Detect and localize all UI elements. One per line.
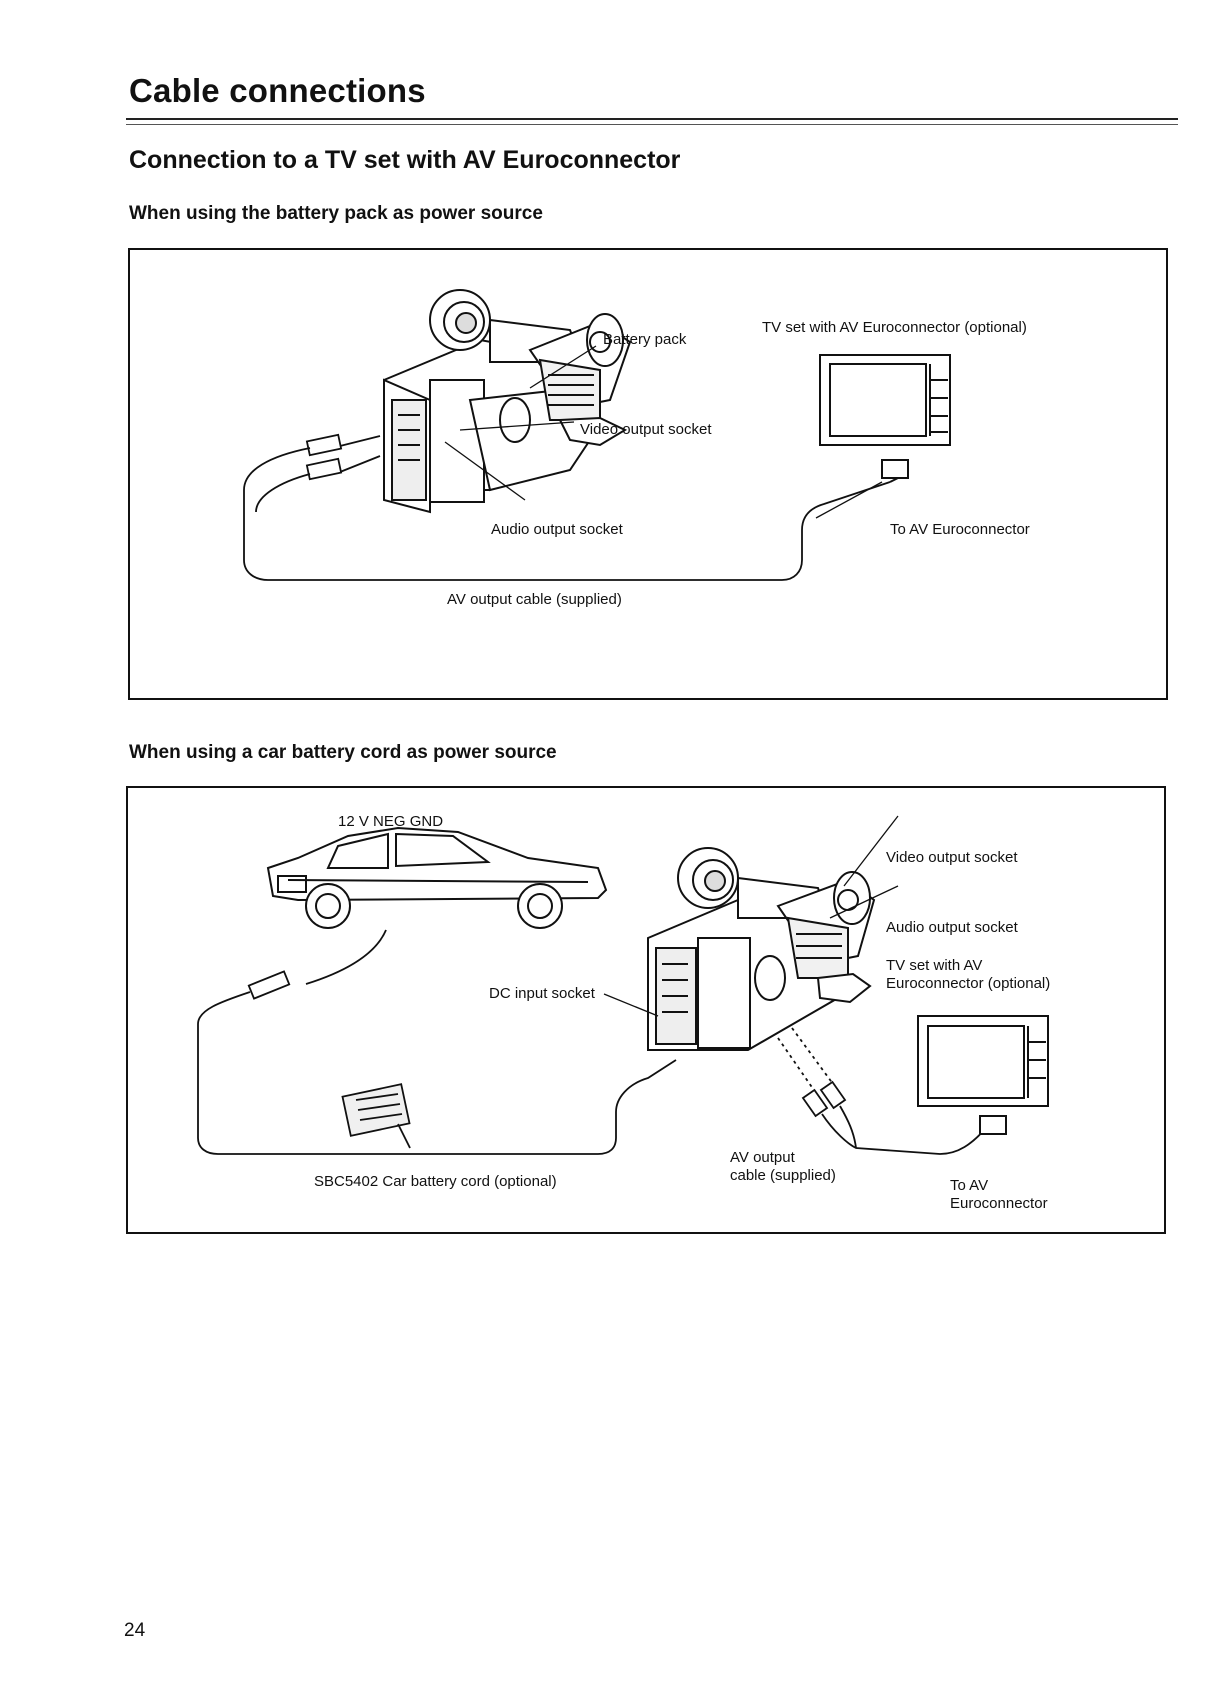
- section-title: Connection to a TV set with AV Euroconne…: [129, 146, 681, 174]
- av-cable-2: [777, 1027, 987, 1155]
- label-av-cable-2-line1: AV output: [730, 1149, 795, 1166]
- page-title: Cable connections: [129, 72, 426, 109]
- diagram-panel-car: 12 V NEG GND Video output socket Audio o…: [126, 786, 1166, 1234]
- title-rule: [126, 118, 1178, 125]
- label-to-av-2-line2: Euroconnector: [950, 1195, 1048, 1212]
- battery-diagram-drawing: [243, 289, 951, 581]
- camcorder-illustration-2: [647, 847, 876, 1051]
- car-cord: [197, 929, 677, 1155]
- tv-illustration: [819, 354, 951, 483]
- car-diagram-drawing: [197, 815, 1049, 1155]
- camcorder-illustration: [383, 289, 632, 514]
- tv-illustration-2: [917, 1015, 1049, 1135]
- label-to-av-euroconnector: To AV Euroconnector: [890, 521, 1030, 538]
- diagram-panel-battery: Battery pack TV set with AV Euroconnecto…: [128, 248, 1168, 700]
- label-av-output-cable: AV output cable (supplied): [447, 591, 622, 608]
- panel1-heading: When using the battery pack as power sou…: [129, 203, 543, 224]
- label-tv-set-2-line2: Euroconnector (optional): [886, 975, 1051, 992]
- leader-lines-2: [603, 815, 899, 1017]
- panel2-heading: When using a car battery cord as power s…: [129, 742, 557, 763]
- label-video-output-2: Video output socket: [886, 849, 1018, 866]
- label-12v-neg-gnd: 12 V NEG GND: [338, 813, 444, 830]
- label-battery-pack: Battery pack: [603, 331, 687, 348]
- av-plugs: [243, 433, 891, 581]
- label-dc-input: DC input socket: [489, 985, 595, 1002]
- leader-lines: [444, 345, 883, 519]
- label-to-av-2-line1: To AV: [950, 1177, 989, 1194]
- label-audio-output-2: Audio output socket: [886, 919, 1018, 936]
- label-av-cable-2-line2: cable (supplied): [730, 1167, 836, 1184]
- label-tv-set-2-line1: TV set with AV: [886, 957, 983, 974]
- label-tv-set: TV set with AV Euroconnector (optional): [762, 319, 1027, 336]
- label-audio-output: Audio output socket: [491, 521, 623, 538]
- label-car-battery-cord: SBC5402 Car battery cord (optional): [314, 1173, 557, 1190]
- label-video-output: Video output socket: [580, 421, 712, 438]
- page-number: 24: [124, 1620, 146, 1641]
- car-illustration: [266, 826, 608, 929]
